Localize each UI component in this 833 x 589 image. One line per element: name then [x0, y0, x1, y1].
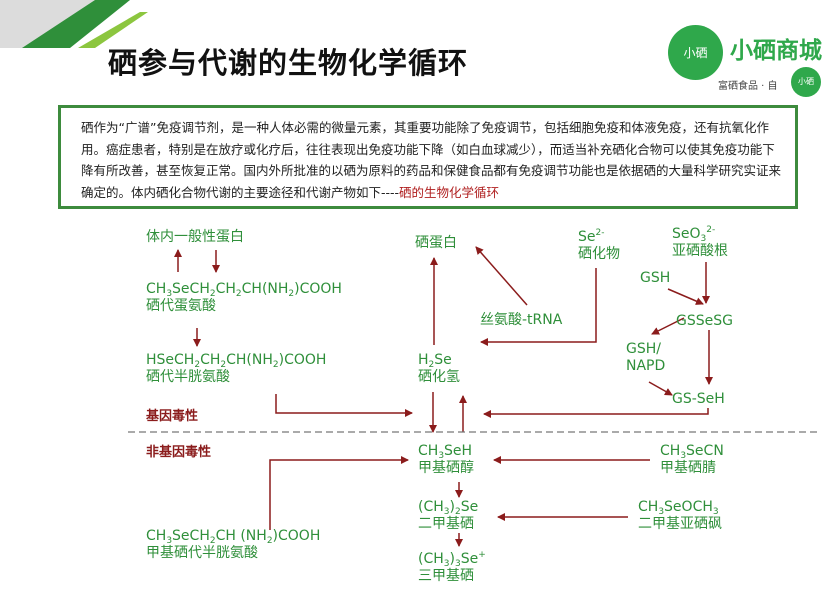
- node-gsh-napd: GSH/NAPD: [626, 341, 665, 375]
- intro-box: 硒作为“广谱”免疫调节剂，是一种人体必需的微量元素，其重要功能除了免疫调节，包括…: [58, 105, 798, 209]
- gsh-napd-line2: NAPD: [626, 358, 666, 374]
- node-selenide: Se2-硒化物: [578, 228, 620, 263]
- methylselenol-name: 甲基硒醇: [418, 460, 474, 476]
- logo-name: 小硒商城: [730, 38, 822, 64]
- logo-small-badge-text: 小硒: [798, 77, 814, 86]
- non-genotoxic-label: 非基因毒性: [146, 445, 212, 460]
- node-protein: 体内一般性蛋白: [146, 229, 244, 245]
- node-serine-trna: 丝氨酸-tRNA: [480, 312, 563, 328]
- selenocysteine-name: 硒代半胱氨酸: [146, 369, 230, 385]
- intro-text: 硒作为“广谱”免疫调节剂，是一种人体必需的微量元素，其重要功能除了免疫调节，包括…: [81, 117, 785, 203]
- page-title: 硒参与代谢的生物化学循环: [108, 46, 469, 80]
- node-gs-seh: GS-SeH: [672, 391, 725, 407]
- node-gsh: GSH: [640, 270, 671, 286]
- trimethylselenonium-name: 三甲基硒: [418, 568, 474, 584]
- intro-body: 硒作为“广谱”免疫调节剂，是一种人体必需的微量元素，其重要功能除了免疫调节，包括…: [81, 120, 782, 200]
- logo-small-badge: 小硒: [791, 67, 821, 97]
- header-decoration: [0, 0, 148, 48]
- selenide-name: 硒化物: [578, 246, 620, 262]
- hydrogen-selenide-name: 硒化氢: [418, 369, 460, 385]
- intro-highlight: 硒的生物化学循环: [399, 184, 500, 200]
- methylselenocysteine-name: 甲基硒代半胱氨酸: [146, 545, 258, 561]
- dimethylselenoxide-name: 二甲基亚硒砜: [638, 516, 722, 532]
- node-trimethylselenonium: (CH3)3Se+三甲基硒: [418, 550, 486, 585]
- node-gssesg: GSSeSG: [676, 313, 733, 329]
- brand-logo: 小硒 小硒商城 富硒食品 · 自 小硒: [668, 21, 828, 101]
- logo-subtitle: 富硒食品 · 自: [718, 81, 778, 92]
- logo-badge: 小硒: [668, 25, 723, 80]
- dimethylselenide-name: 二甲基硒: [418, 516, 474, 532]
- gsh-napd-line1: GSH/: [626, 341, 661, 357]
- node-selenite: SeO32-亚硒酸根: [672, 225, 728, 260]
- logo-badge-text: 小硒: [683, 46, 708, 60]
- methylselenocyanate-name: 甲基硒腈: [660, 460, 716, 476]
- selenite-name: 亚硒酸根: [672, 243, 728, 259]
- genotoxic-label: 基因毒性: [146, 409, 199, 424]
- node-selenoprotein: 硒蛋白: [415, 235, 457, 251]
- selenomethionine-name: 硒代蛋氨酸: [146, 298, 216, 314]
